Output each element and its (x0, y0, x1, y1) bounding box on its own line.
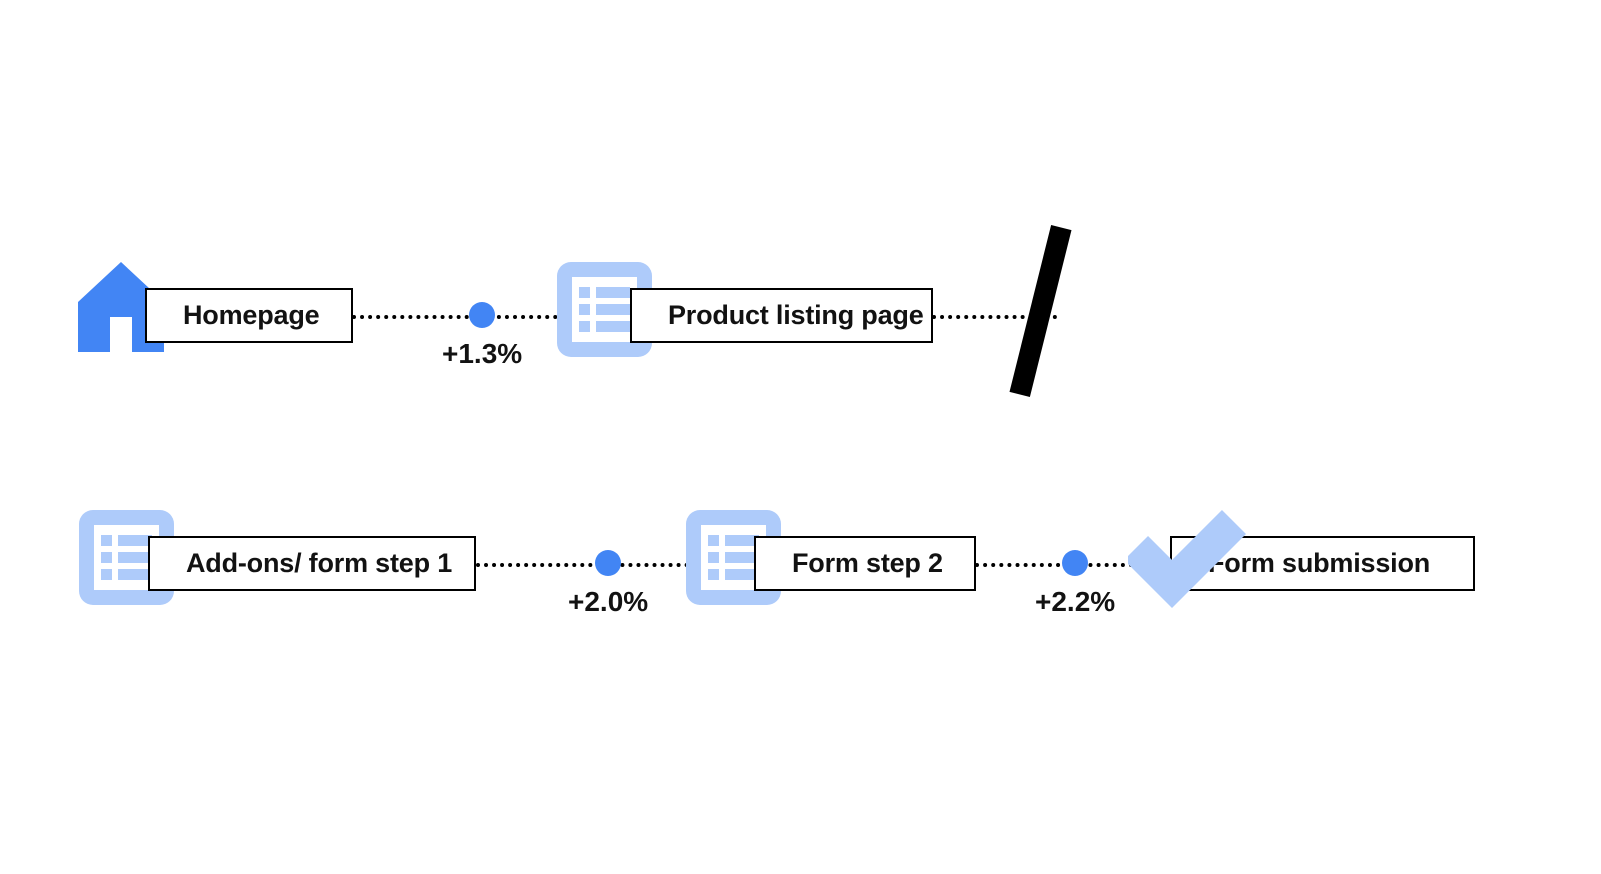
metric-value: +2.0% (568, 586, 649, 617)
node-add-ons-label: Add-ons/ form step 1 (186, 548, 453, 578)
node-form-step-2-label: Form step 2 (792, 548, 943, 578)
metric-value: +2.2% (1035, 586, 1116, 617)
metric-dot-icon (1062, 550, 1089, 576)
list-page-icon (557, 262, 652, 357)
metric-dot-icon (469, 302, 496, 328)
home-icon (78, 262, 164, 352)
node-product-listing-label: Product listing page (668, 300, 924, 330)
node-form-submission-label: Form submission (1208, 548, 1431, 578)
connector-listing-to-end (932, 315, 1057, 319)
metric-uplift-step2-to-submission: +2.2% (1035, 550, 1115, 618)
metric-value: +1.3% (442, 338, 523, 369)
node-homepage-label: Homepage (183, 300, 320, 330)
metric-uplift-homepage-to-listing: +1.3% (442, 302, 522, 370)
black-slash-divider-icon (1009, 225, 1072, 397)
node-form-step-2[interactable]: Form step 2 (754, 536, 976, 591)
metric-dot-icon (595, 550, 622, 576)
node-add-ons[interactable]: Add-ons/ form step 1 (148, 536, 476, 591)
metric-uplift-addons-to-step2: +2.0% (568, 550, 648, 618)
checkmark-icon (1123, 506, 1247, 614)
node-product-listing[interactable]: Product listing page (630, 288, 933, 343)
node-homepage[interactable]: Homepage (145, 288, 353, 343)
